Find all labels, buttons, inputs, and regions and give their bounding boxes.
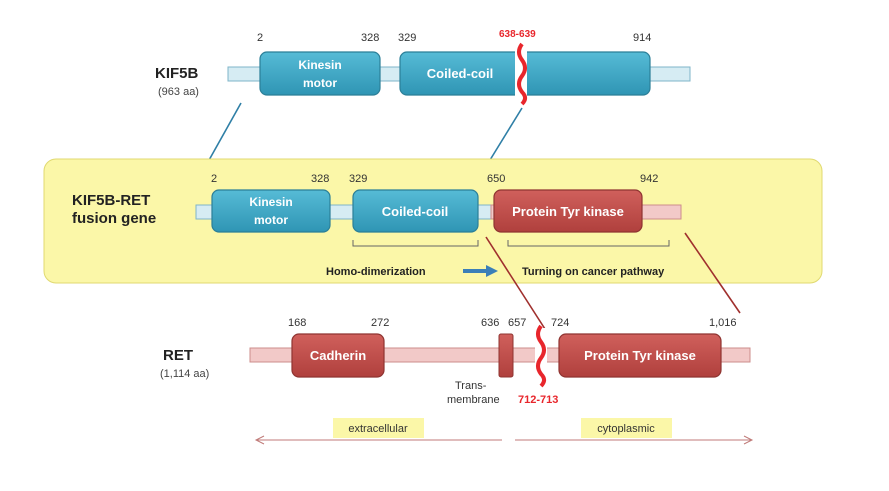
ret-pos-break: 712-713 [518, 394, 558, 406]
cytoplasmic-label: cytoplasmic [597, 423, 655, 435]
extracellular-label: extracellular [348, 423, 408, 435]
fusion-name-line2: fusion gene [72, 210, 156, 227]
kif5b-kinesin-label-1: Kinesin [298, 58, 341, 72]
ret-breakpoint-mark [536, 324, 546, 388]
kif5b-coiled-coil-label: Coiled-coil [427, 66, 493, 81]
fusion-name-line1: KIF5B-RET [72, 192, 150, 209]
fusion-pos-coiled-start: 329 [349, 173, 367, 185]
pathway-bracket [507, 240, 670, 247]
kif5b-pos-break: 638-639 [499, 29, 536, 40]
kif5b-breakpoint-mark [517, 42, 527, 106]
kif5b-pos-coiled-end: 914 [633, 32, 651, 44]
ret-cadherin-domain [291, 333, 385, 378]
fusion-kinesin-label-2: motor [254, 213, 288, 227]
kif5b-pos-kinesin-end: 328 [361, 32, 379, 44]
dimerization-note: Homo-dimerization [326, 266, 426, 278]
ret-kinase-label: Protein Tyr kinase [584, 348, 696, 363]
ret-tm-label-1: Trans- [455, 380, 487, 392]
fusion-kinesin-label-1: Kinesin [249, 195, 292, 209]
connector-ret-break [485, 236, 546, 330]
kif5b-length: (963 aa) [158, 86, 199, 98]
ret-pos-cadherin-start: 168 [288, 317, 306, 329]
ret-cadherin-label: Cadherin [310, 348, 366, 363]
ret-pos-tm-end: 657 [508, 317, 526, 329]
ret-name: RET [163, 347, 193, 364]
fusion-coiled-coil-domain [352, 189, 479, 233]
kif5b-pos-kinesin-start: 2 [257, 32, 263, 44]
kif5b-pos-coiled-start: 329 [398, 32, 416, 44]
ret-pos-tm-start: 636 [481, 317, 499, 329]
pathway-note: Turning on cancer pathway [522, 266, 665, 278]
extracellular-label-bg [333, 418, 424, 438]
fusion-kinesin-motor-domain [211, 189, 331, 233]
kif5b-kinesin-motor-domain [259, 51, 381, 96]
fusion-coiled-coil-label: Coiled-coil [382, 204, 448, 219]
dimerization-bracket [352, 240, 479, 247]
dimerization-arrow-head [486, 265, 498, 277]
ret-tm-label-2: membrane [447, 394, 500, 406]
fusion-pos-kinase-start: 650 [487, 173, 505, 185]
ret-length: (1,114 aa) [160, 368, 209, 380]
fusion-pos-kinesin-end: 328 [311, 173, 329, 185]
ret-pos-kinase-start: 724 [551, 317, 569, 329]
ret-transmembrane-domain [498, 333, 514, 378]
kif5b-kinesin-label-2: motor [303, 76, 337, 90]
kif5b-name: KIF5B [155, 65, 199, 82]
connector-ret-end [684, 232, 741, 314]
extracellular-arrow-head [254, 435, 265, 445]
fusion-kinase-domain [493, 189, 643, 233]
ret-kinase-domain [558, 333, 722, 378]
fusion-kinase-label: Protein Tyr kinase [512, 204, 624, 219]
ret-pos-cadherin-end: 272 [371, 317, 389, 329]
cytoplasmic-label-bg [581, 418, 672, 438]
fusion-pos-kinesin-start: 2 [211, 173, 217, 185]
cytoplasmic-arrow-head [743, 435, 754, 445]
fusion-pos-kinase-end: 942 [640, 173, 658, 185]
ret-pos-kinase-end: 1,016 [709, 317, 737, 329]
